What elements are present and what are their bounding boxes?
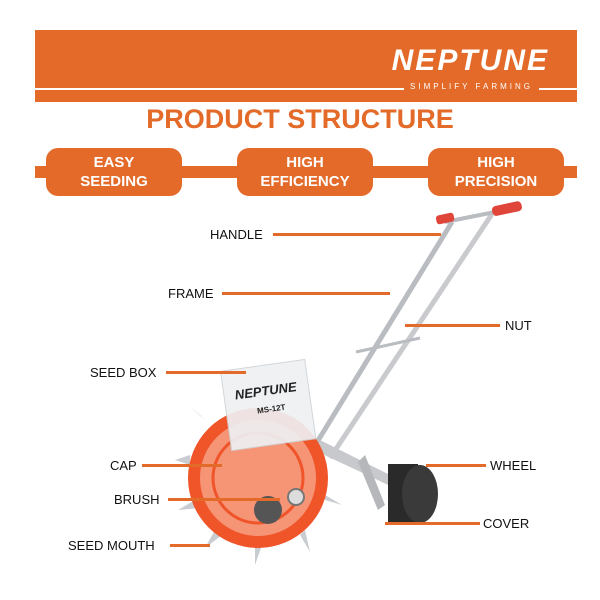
leader-line [142,464,222,467]
label-cover: COVER [483,516,530,531]
label-frame: FRAME [168,286,214,301]
handle-grip [435,212,455,225]
leader-line [170,544,210,547]
leader-line [166,371,246,374]
banner-rule [35,88,577,90]
brand-banner: NEPTUNE SIMPLIFY FARMING [35,30,577,102]
label-cap: CAP [110,458,137,473]
feature-line2: EFFICIENCY [260,173,350,190]
leader-line [273,233,441,236]
feature-line2: PRECISION [454,173,538,190]
handle-grip [491,201,522,216]
label-wheel: WHEEL [490,458,537,473]
model-number: MS-12T [257,403,287,416]
feature-line1: HIGH [477,154,515,171]
label-brush: BRUSH [114,492,160,507]
frame-crossbar [355,336,421,354]
label-seed-box: SEED BOX [90,365,157,380]
feature-line1: HIGH [286,154,324,171]
leader-line [385,522,480,525]
roller-wheel-face [402,465,438,523]
feature-high-precision: HIGH PRECISION [428,148,564,196]
leader-line [222,292,390,295]
feature-line2: SEEDING [80,173,148,190]
feature-easy-seeding: EASY SEEDING [46,148,182,196]
feature-high-efficiency: HIGH EFFICIENCY [237,148,373,196]
transparent-cap [200,420,316,536]
leader-line [405,324,500,327]
feature-line1: EASY [93,154,135,171]
page-title: PRODUCT STRUCTURE [146,104,454,134]
seed-box: NEPTUNE MS-12T [219,358,317,452]
label-handle: HANDLE [210,227,263,242]
leader-line [168,498,280,501]
label-nut: NUT [505,318,532,333]
cover-plate [358,455,385,510]
disc-spikes [175,405,342,565]
brush-nut [287,488,305,506]
leader-line [426,464,486,467]
brand-tagline: SIMPLIFY FARMING [404,82,539,91]
frame-rod [297,220,455,472]
neptune-logo: NEPTUNE [391,44,549,77]
label-seed-mouth: SEED MOUTH [68,538,155,553]
brush [254,496,282,524]
frame-rod [327,212,495,460]
